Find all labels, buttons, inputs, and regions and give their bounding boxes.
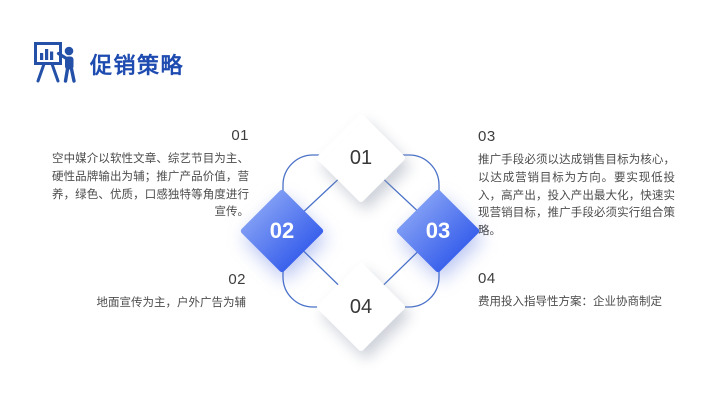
diagram-node-02: 02	[239, 188, 325, 274]
node-label: 04	[349, 295, 373, 318]
block-text-04: 费用投入指导性方案：企业协商制定	[478, 296, 662, 308]
diagram-node-01: 01	[315, 112, 407, 204]
text-block-01: 01 空中媒介以软性文章、综艺节目为主、硬性品牌输出为辅；推广产品价值，营养，绿…	[52, 127, 249, 222]
block-text-02: 地面宣传为主，户外广告为辅	[96, 297, 247, 309]
text-block-03: 03 推广手段必须以达成销售目标为核心，以达成营销目标为方向。要实现低投入，高产…	[478, 128, 675, 241]
presenter-chart-icon	[34, 42, 76, 83]
node-label: 02	[269, 218, 295, 243]
diamond-cycle-diagram: 01 02 03 04	[230, 105, 481, 355]
block-text-03: 推广手段必须以达成销售目标为核心，以达成营销目标为方向。要实现低投入，高产出，投…	[478, 154, 675, 238]
block-text-01: 空中媒介以软性文章、综艺节目为主、硬性品牌输出为辅；推广产品价值，营养，绿色、优…	[52, 153, 249, 219]
node-label: 03	[425, 218, 451, 243]
block-number-01: 01	[231, 127, 249, 144]
page-title: 促销策略	[90, 53, 185, 78]
text-block-02: 02 地面宣传为主，户外广告为辅	[58, 271, 247, 313]
text-block-04: 04 费用投入指导性方案：企业协商制定	[478, 270, 690, 312]
block-number-04: 04	[478, 270, 496, 287]
diagram-node-03: 03	[395, 188, 481, 274]
node-label: 01	[349, 146, 373, 169]
diagram-node-04: 04	[315, 261, 407, 353]
block-number-02: 02	[228, 271, 246, 288]
block-number-03: 03	[478, 128, 496, 145]
